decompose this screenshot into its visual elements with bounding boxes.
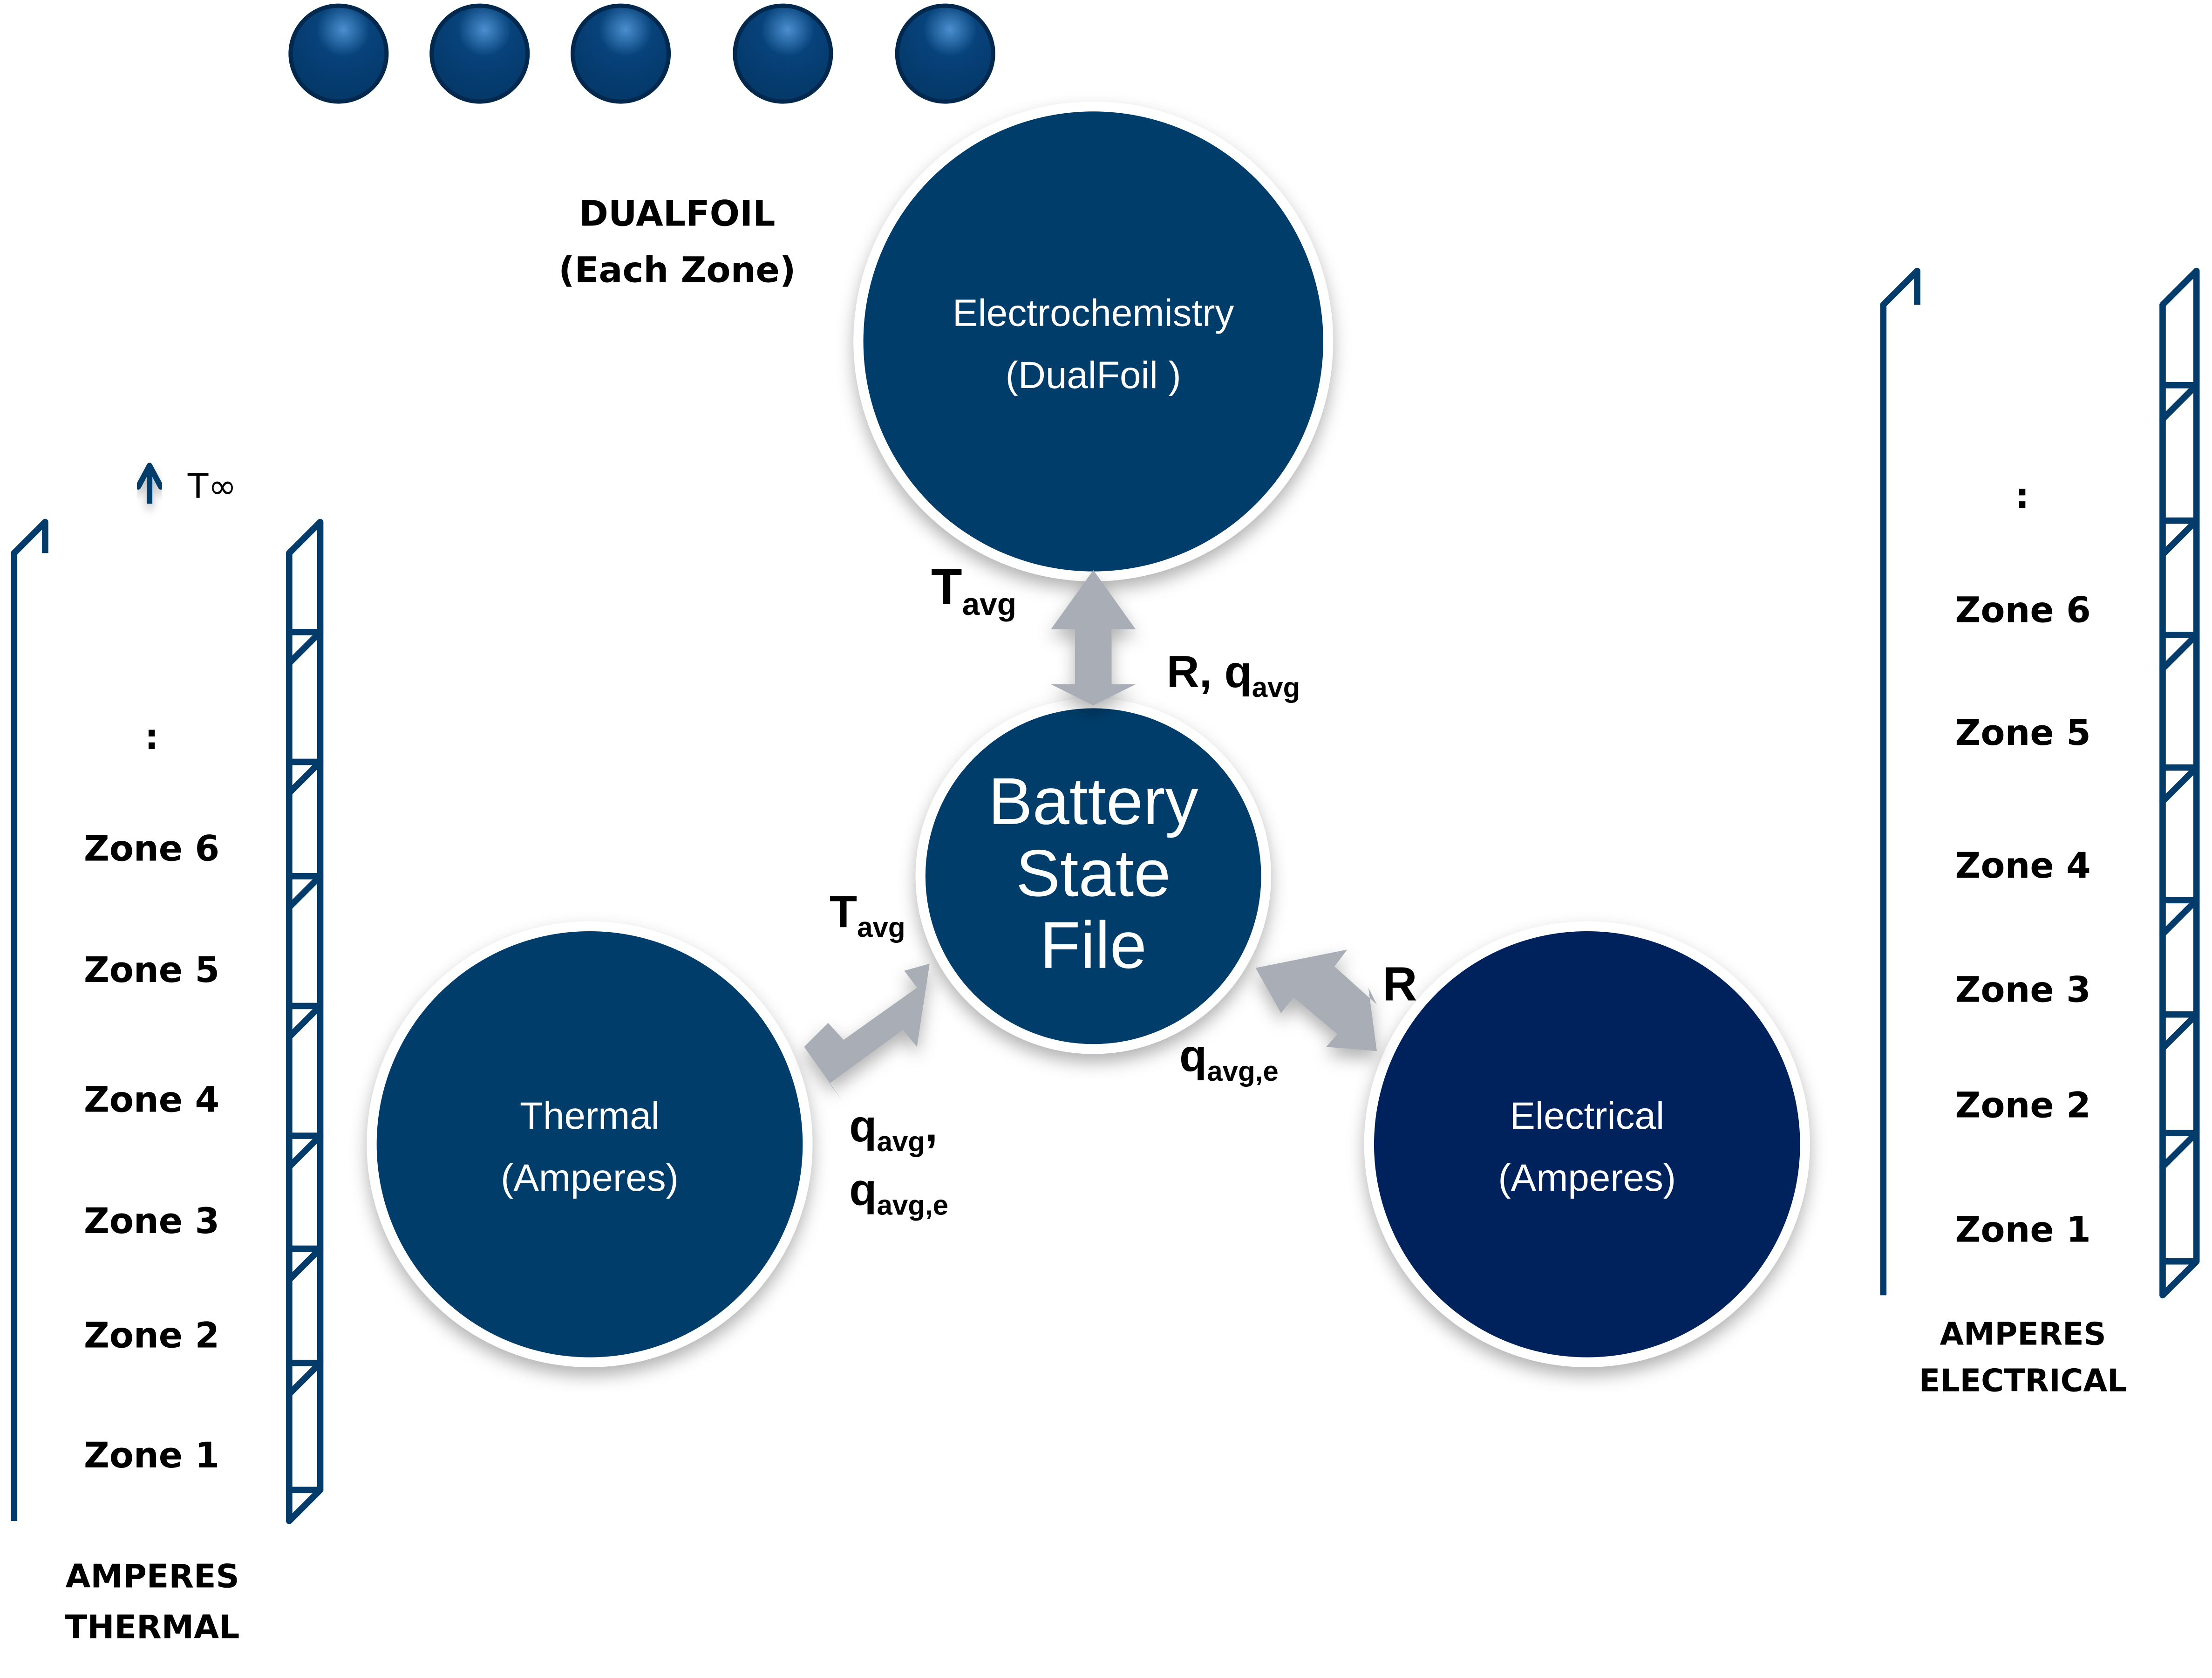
zone-label: Zone 3 (83, 1201, 220, 1242)
zone-label: Zone 5 (83, 949, 220, 991)
dualfoil-label: DUALFOIL (Each Zone) (536, 186, 818, 299)
label-qavg-left: qavg, (849, 1100, 938, 1159)
thermal-caption-line1: AMPERES (65, 1559, 239, 1596)
dualfoil-node (288, 3, 389, 104)
label-tavg-top: Tavg (931, 557, 1017, 622)
electrical-subtitle: (Amperes) (1498, 1157, 1676, 1200)
thermal-circle[interactable] (367, 921, 813, 1367)
label-qavge-right: qavg,e (1179, 1030, 1279, 1088)
thermal-caption-line2: THERMAL (65, 1610, 240, 1647)
battery-state-line2: State (1016, 835, 1171, 910)
battery-state-circle[interactable] (915, 698, 1271, 1054)
battery-state-label: Battery State File (938, 765, 1248, 981)
dualfoil-node (733, 3, 833, 104)
electrochemistry-subtitle: (DualFoil ) (1005, 354, 1181, 397)
ambient-up-arrow-icon (135, 463, 164, 504)
zone-label: Zone 6 (83, 827, 220, 869)
dualfoil-chain (288, 3, 995, 104)
zone-label: Zone 4 (83, 1079, 220, 1120)
dualfoil-label-line1: DUALFOIL (579, 193, 776, 234)
label-r-qavg-top: R, qavg (1166, 646, 1300, 704)
zone-label: Zone 1 (1955, 1208, 2091, 1249)
label-qavge-left: qavg,e (849, 1164, 949, 1222)
double-arrow-right (1255, 949, 1377, 1051)
dualfoil-node (429, 3, 530, 104)
electrical-label: Electrical (Amperes) (1418, 1085, 1756, 1209)
electrical-circle[interactable] (1364, 921, 1810, 1367)
thermal-title: Thermal (520, 1095, 660, 1138)
dualfoil-node (895, 3, 995, 104)
electrical-title: Electrical (1510, 1095, 1665, 1138)
zone-label: Zone 2 (1955, 1085, 2091, 1126)
electrical-ellipsis: : (2015, 475, 2029, 517)
double-arrow-left (804, 963, 930, 1101)
zone-label: Zone 2 (83, 1314, 220, 1356)
label-r-right: R (1382, 958, 1417, 1012)
thermal-ellipsis: : (144, 716, 159, 758)
zone-label: Zone 3 (1955, 969, 2091, 1010)
electrical-caption-line2: ELECTRICAL (1919, 1364, 2127, 1400)
battery-state-line1: Battery (988, 763, 1198, 839)
electrochemistry-circle[interactable] (853, 102, 1334, 581)
zone-label: Zone 6 (1955, 589, 2091, 630)
battery-state-line3: File (1040, 907, 1147, 982)
thermal-stack-graphic (11, 518, 324, 1524)
double-arrow-vertical (1051, 570, 1136, 706)
dualfoil-node (571, 3, 671, 104)
thermal-label: Thermal (Amperes) (421, 1085, 759, 1209)
ambient-temperature-label: T∞ (187, 467, 237, 507)
zone-label: Zone 4 (1955, 845, 2091, 887)
electrochemistry-label: Electrochemistry (DualFoil ) (882, 282, 1305, 407)
label-tavg-left: Tavg (829, 886, 905, 944)
electrical-caption-line1: AMPERES (1940, 1317, 2106, 1353)
zone-label: Zone 5 (1955, 712, 2091, 754)
zone-label: Zone 1 (83, 1435, 220, 1476)
dualfoil-label-line2: (Each Zone) (558, 250, 796, 291)
electrical-stack-caption: AMPERES ELECTRICAL (1882, 1312, 2164, 1405)
thermal-subtitle: (Amperes) (501, 1157, 679, 1200)
electrochemistry-title: Electrochemistry (953, 292, 1234, 334)
electrical-stack-graphic (1880, 267, 2200, 1299)
thermal-stack-caption: AMPERES THERMAL (11, 1552, 293, 1654)
